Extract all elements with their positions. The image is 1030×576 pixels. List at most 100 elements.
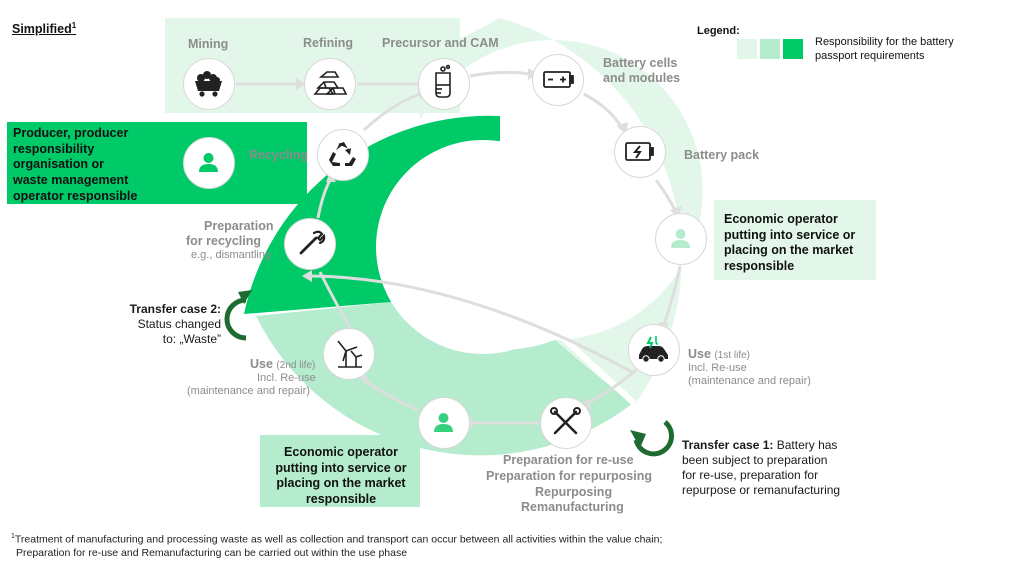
arrow-use2-prep-recycling [318, 271, 352, 329]
inner-hole [376, 140, 590, 354]
beaker-icon [435, 64, 451, 98]
use1-node [628, 324, 680, 376]
arrow-use1-repair [585, 368, 637, 406]
economic-bottom-line: Economic operator [284, 445, 398, 459]
ingots-icon [313, 71, 348, 95]
prep-reuse-2: Preparation for repurposing [486, 469, 652, 483]
battery-pack-icon [625, 142, 654, 161]
transfer2-line: to: „Waste” [162, 332, 221, 347]
economic-top-line: responsible [724, 258, 795, 273]
cells-node [532, 54, 584, 106]
use2-sub-2: (maintenance and repair) [187, 385, 310, 397]
use2-sup: (2nd life) [276, 360, 316, 371]
recycling-label: Recycling [249, 148, 309, 162]
refining-label: Refining [303, 36, 353, 50]
transfer2-line: Status changed [137, 317, 221, 332]
person-icon [671, 229, 690, 248]
arrow-recycling-precursor [362, 92, 421, 132]
wind-turbine-icon [337, 340, 363, 368]
arrow-use1-prep-recycling [311, 274, 633, 374]
use2-label: Use (2nd life) [250, 357, 315, 372]
footnote-line-2: Preparation for re-use and Remanufacturi… [16, 547, 408, 559]
prep-recycling-sub: e.g., dismantling [191, 249, 272, 261]
prep-reuse-1: Preparation for re-use [503, 453, 634, 467]
use1-label: Use (1st life) [688, 347, 750, 362]
legend-label: Legend: [697, 25, 740, 37]
producer-line: waste management [13, 172, 129, 187]
person-icon [434, 413, 453, 432]
arrow-operator-use1 [662, 265, 682, 325]
transfer1-label: Transfer case 1: [682, 438, 774, 452]
use2-sup-text: 2nd life [279, 360, 313, 371]
footnote-line-1: 1Treatment of manufacturing and processi… [11, 533, 662, 546]
transfer-case-1: Transfer case 1: Battery has been subjec… [682, 438, 840, 498]
arrow-cells-pack [583, 92, 624, 129]
legend-swatch-mid [760, 39, 780, 59]
producer-line: operator responsible [13, 188, 138, 203]
pack-label: Battery pack [684, 148, 760, 162]
cells-label-line2: and modules [603, 71, 681, 85]
economic-bottom-line: putting into service or [275, 460, 407, 475]
divider [557, 332, 653, 421]
use1-sub-2: (maintenance and repair) [688, 375, 811, 387]
producer-responsibility: Producer, producer responsibility organi… [13, 126, 137, 204]
prep-recycling-node [284, 218, 336, 270]
prep-recycling-label-2: for recycling [186, 234, 262, 248]
repair-node [540, 397, 592, 449]
producer-line: organisation or [13, 157, 104, 172]
use1-title: Use [688, 347, 711, 361]
use1-sub-1: Incl. Re-use [688, 362, 747, 374]
battery-cell-icon [543, 71, 574, 88]
tools-icon [550, 407, 581, 435]
mining-label: Mining [188, 37, 229, 51]
transfer2-label: Transfer case 2: [129, 302, 221, 316]
arrow-operator-use2 [363, 378, 419, 412]
transfer1-line: repurpose or remanufacturing [682, 483, 841, 498]
title-footnote-marker: 1 [71, 21, 77, 30]
transfer-case-1-arrowhead [630, 430, 646, 448]
transfer1-text-0: Battery has [776, 438, 838, 452]
precursor-label: Precursor and CAM [382, 36, 499, 50]
producer-line: responsibility [13, 141, 95, 156]
transfer1-line: been subject to preparation [682, 453, 828, 468]
transfer-case-2: Transfer case 2: Status changed to: „Was… [125, 302, 221, 347]
manufacturer-arc [420, 18, 703, 404]
arrow-precursor-cells [469, 70, 531, 78]
producer-box [7, 122, 307, 204]
economic-operator-top-responsibility: Economic operator putting into service o… [724, 212, 855, 275]
person-icon [199, 153, 218, 172]
economic-operator-top-box [714, 200, 876, 280]
flow-arrows [236, 70, 682, 425]
recycling-node [317, 129, 369, 181]
cells-label-line1: Battery cells [603, 56, 678, 70]
use2-sub-1: Incl. Re-use [257, 372, 316, 384]
prep-recycling-label-1: Preparation [204, 219, 274, 233]
economic-top-line: putting into service or [724, 227, 856, 242]
operator-bottom-node [418, 397, 470, 449]
legend-swatch-light [737, 39, 757, 59]
use1-sup-text: 1st life [717, 350, 747, 361]
electric-car-icon [639, 336, 668, 363]
transfer-case-1-arrow [633, 420, 674, 457]
arrowhead [302, 270, 312, 282]
use1-sup: (1st life) [714, 350, 751, 361]
economic-operator-bottom-box [260, 435, 420, 507]
title-text: Simplified [12, 22, 72, 37]
economic-bottom-line: placing on the market [276, 476, 406, 491]
diagram-title: Simplified1 [12, 21, 76, 36]
prep-reuse-3: Repurposing [535, 485, 613, 499]
economic-bottom-line: responsible [305, 491, 377, 506]
producer-line: Producer, producer [13, 126, 129, 140]
mining-node [183, 58, 235, 110]
precursor-node [418, 58, 470, 110]
arrowhead [296, 78, 306, 90]
use2-title: Use [250, 357, 273, 371]
refining-node [304, 58, 356, 110]
use2-node [323, 328, 375, 380]
legend-swatch-strong [783, 39, 803, 59]
arrow-prep-recycling-recycling [316, 179, 332, 219]
wrench-icon [299, 230, 326, 255]
recycle-icon [329, 142, 356, 166]
mine-cart-icon [195, 71, 222, 97]
